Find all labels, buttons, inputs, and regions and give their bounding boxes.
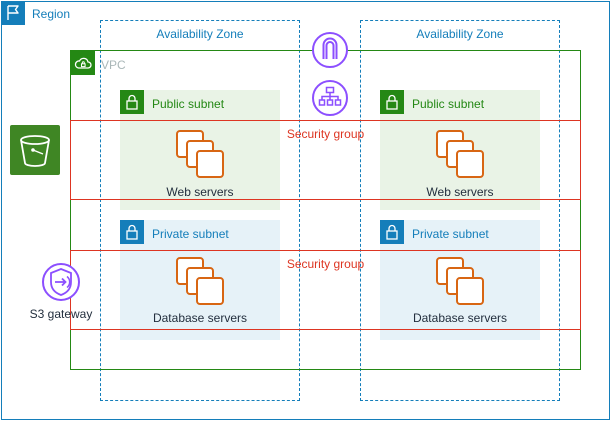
security-group-label: Security group [286,127,365,141]
availability-zone-1 [100,20,300,401]
ec2-instances-icon [436,257,484,305]
s3-gateway-label: S3 gateway [29,307,93,321]
private-subnet-label: Private subnet [412,227,489,241]
internet-gateway-icon [312,32,348,68]
region-flag-icon [1,1,25,25]
availability-zone-2 [360,20,560,401]
web-servers-label: Web servers [166,185,234,199]
ec2-instances-icon [176,257,224,305]
load-balancer-icon [312,80,348,116]
lock-icon [380,90,404,114]
security-group-web [70,120,581,200]
lock-icon [380,220,404,244]
region-label: Region [32,7,71,21]
ec2-instances-icon [436,130,484,178]
s3-bucket-icon [10,125,60,175]
availability-zone-label: Availability Zone [416,27,504,41]
lock-icon [120,90,144,114]
vpc-label: VPC [101,58,126,72]
s3-gateway-endpoint-icon [42,263,80,301]
vpc-cloud-icon [71,51,95,75]
lock-icon [120,220,144,244]
public-subnet-label: Public subnet [412,97,485,111]
availability-zone-label: Availability Zone [156,27,244,41]
security-group-label: Security group [286,257,365,271]
database-servers-label: Database servers [412,311,508,325]
ec2-instances-icon [176,130,224,178]
web-servers-label: Web servers [426,185,494,199]
private-subnet-label: Private subnet [152,227,229,241]
database-servers-label: Database servers [152,311,248,325]
public-subnet-label: Public subnet [152,97,225,111]
